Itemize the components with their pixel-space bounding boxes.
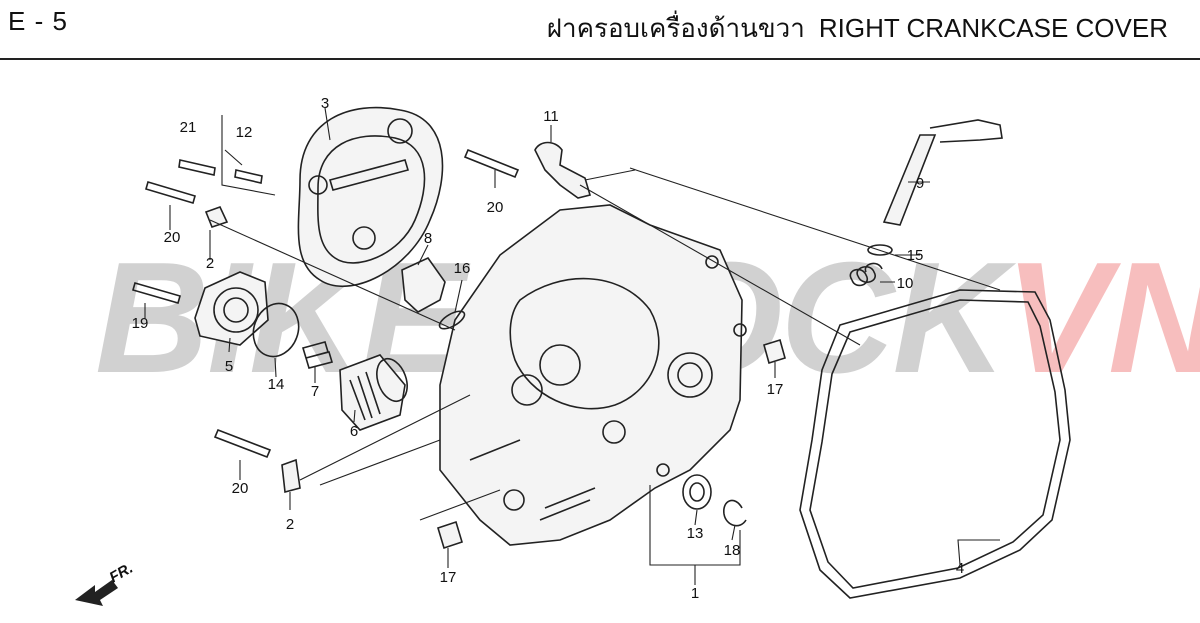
part-1-crankcase-cover[interactable] <box>439 204 747 546</box>
callout-c10: 10 <box>897 275 914 292</box>
callout-c2b: 2 <box>286 516 294 533</box>
callout-c14: 14 <box>268 376 285 393</box>
callout-c17b: 17 <box>440 569 457 586</box>
part-10-spring[interactable] <box>849 262 883 287</box>
bolts <box>132 148 520 459</box>
callout-c20c: 20 <box>487 199 504 216</box>
callout-c20a: 20 <box>164 229 181 246</box>
page-title-english: RIGHT CRANKCASE COVER <box>818 13 1168 43</box>
part-19-bolt[interactable] <box>132 282 181 304</box>
part-11-bracket[interactable] <box>534 141 592 199</box>
part-2-dowel-b[interactable] <box>281 458 301 494</box>
leader-lines <box>144 107 1001 585</box>
callout-c4: 4 <box>956 560 964 577</box>
part-4-gasket[interactable] <box>799 289 1071 599</box>
part-2-dowel-a[interactable] <box>204 206 229 228</box>
callout-c18: 18 <box>724 542 741 559</box>
part-14-o-ring[interactable] <box>246 297 306 363</box>
part-20-bolt-a[interactable] <box>145 181 196 204</box>
callout-c5: 5 <box>225 358 233 375</box>
part-15-washer[interactable] <box>867 244 893 256</box>
page-code: E - 5 <box>8 6 68 36</box>
callout-c13: 13 <box>687 525 704 542</box>
part-6-oil-filter[interactable] <box>339 354 413 431</box>
part-8-cap[interactable] <box>401 256 446 313</box>
arrow-left-icon <box>75 580 118 606</box>
callout-c6: 6 <box>350 423 358 440</box>
part-21-bolt[interactable] <box>178 159 216 176</box>
part-18-snap-ring[interactable] <box>723 499 747 527</box>
part-3-cover-plate[interactable] <box>297 106 444 288</box>
part-20-bolt-c[interactable] <box>463 148 520 179</box>
header-divider <box>0 58 1200 60</box>
callout-c9: 9 <box>916 175 924 192</box>
callout-c7: 7 <box>311 383 319 400</box>
callout-c21: 21 <box>180 119 197 136</box>
part-16-o-ring[interactable] <box>437 308 467 332</box>
callout-c19: 19 <box>132 315 149 332</box>
callout-c12: 12 <box>236 124 253 141</box>
page-title-thai: ฝาครอบเครื่องด้านขวา <box>546 13 805 43</box>
part-17-dowel-b[interactable] <box>437 520 463 550</box>
part-7-spring[interactable] <box>301 341 334 369</box>
part-9-shaft[interactable] <box>882 119 1003 226</box>
part-17-dowel-a[interactable] <box>763 338 786 365</box>
part-13-oil-seal[interactable] <box>682 474 712 510</box>
callout-c15: 15 <box>907 247 924 264</box>
part-12-bolt[interactable] <box>234 169 263 184</box>
callout-c8: 8 <box>424 230 432 247</box>
watermark-part-b: VN <box>1004 230 1200 406</box>
direction-marker: FR. <box>75 560 136 606</box>
callout-c20b: 20 <box>232 480 249 497</box>
callout-c2a: 2 <box>206 255 214 272</box>
callout-c11: 11 <box>543 108 559 125</box>
callout-c16: 16 <box>454 260 471 277</box>
page-header: E - 5 ฝาครอบเครื่องด้านขวา RIGHT CRANKCAS… <box>0 0 1200 58</box>
callout-c17a: 17 <box>767 381 784 398</box>
part-20-bolt-b[interactable] <box>213 428 272 459</box>
part-5-pump-cover[interactable] <box>194 271 269 346</box>
callout-c3: 3 <box>321 95 329 112</box>
callout-c1: 1 <box>691 585 699 602</box>
page-title: ฝาครอบเครื่องด้านขวา RIGHT CRANKCASE COVE… <box>547 8 1168 49</box>
